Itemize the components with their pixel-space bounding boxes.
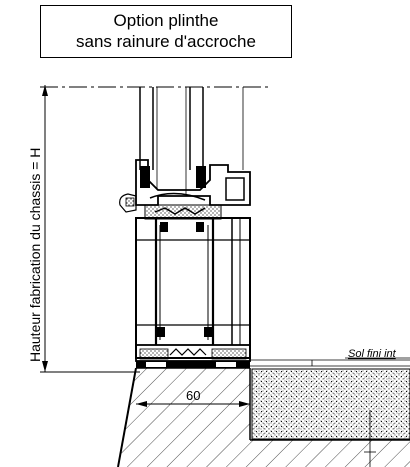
insulation-block xyxy=(251,368,410,467)
floor-label: Sol fini int xyxy=(348,348,397,360)
frame-body xyxy=(135,217,251,359)
frame-verticals xyxy=(156,170,187,196)
height-dimension-line xyxy=(40,85,140,373)
sash-rail xyxy=(119,159,251,213)
plinth-profile xyxy=(135,344,251,368)
width-dimension xyxy=(136,401,250,407)
title-box: Option plinthe sans rainure d'accroche xyxy=(40,5,292,58)
finished-floor-line xyxy=(250,357,410,367)
dimension-value: 60 xyxy=(186,388,200,403)
height-label: Hauteur fabrication du chassis = H xyxy=(27,148,43,362)
glazing xyxy=(139,87,244,170)
frame-top xyxy=(144,204,222,232)
title-line-2: sans rainure d'accroche xyxy=(76,32,256,51)
title-line-1: Option plinthe xyxy=(113,11,219,30)
